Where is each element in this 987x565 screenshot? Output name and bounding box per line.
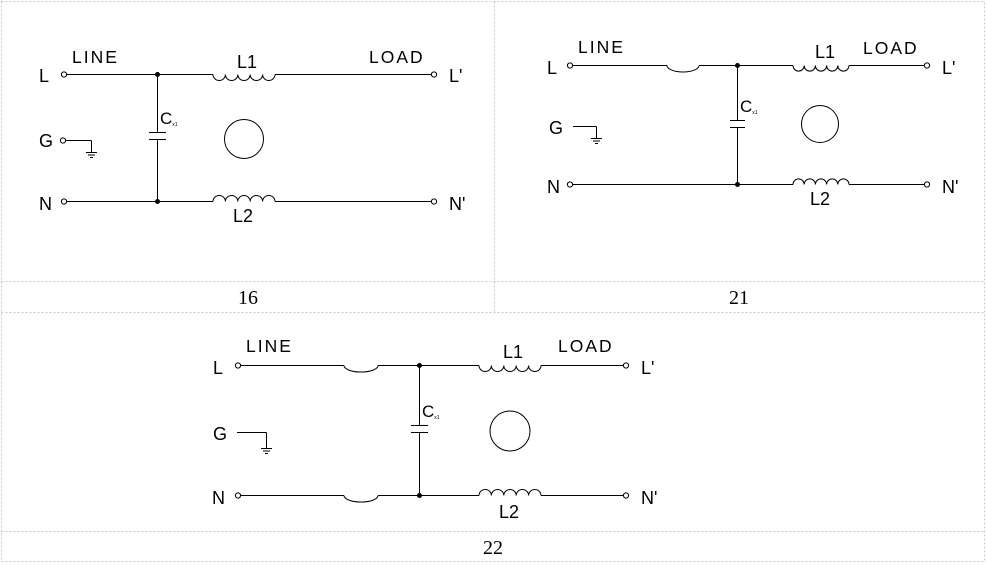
inductor-l2-label: L2 bbox=[233, 206, 253, 226]
terminal-n-label: N bbox=[547, 177, 560, 197]
terminal-l bbox=[234, 362, 242, 369]
junction-dot bbox=[735, 182, 740, 187]
filter-diagram-16-labels: LINE LOAD L G N L' N' L1 L2 Cx1 bbox=[39, 47, 465, 226]
inductor-l1-label: L1 bbox=[237, 52, 257, 72]
junction-dot bbox=[155, 199, 160, 204]
terminal-n-out-label: N' bbox=[641, 488, 657, 508]
terminal-n-out bbox=[622, 492, 630, 499]
section-line-label: LINE bbox=[578, 37, 625, 57]
terminal-n-label: N bbox=[39, 194, 52, 214]
section-load-label: LOAD bbox=[863, 38, 919, 58]
terminal-n-out bbox=[923, 181, 931, 188]
capacitor-label: Cx1 bbox=[740, 97, 758, 116]
terminal-g-label: G bbox=[39, 131, 53, 151]
section-line-label: LINE bbox=[72, 47, 119, 67]
capacitor-label: Cx1 bbox=[422, 402, 440, 421]
inductor-l1-coil bbox=[212, 74, 276, 81]
inductor-l2-coil bbox=[212, 195, 276, 202]
terminal-l-label: L bbox=[213, 358, 223, 378]
terminal-l-out-label: L' bbox=[641, 358, 654, 378]
neutral-input-choke-icon bbox=[343, 495, 379, 503]
terminal-n bbox=[566, 181, 574, 188]
terminal-l bbox=[60, 71, 68, 78]
line-input-choke-icon bbox=[666, 65, 700, 73]
terminal-l-out bbox=[622, 362, 630, 369]
junction-dot bbox=[155, 72, 160, 77]
junction-dot bbox=[417, 493, 422, 498]
terminal-n bbox=[60, 198, 68, 205]
inductor-l1-coil bbox=[792, 65, 850, 72]
line-input-choke-icon bbox=[343, 365, 379, 373]
capacitor-label: Cx1 bbox=[160, 109, 178, 128]
core-circle-icon bbox=[801, 105, 839, 143]
inductor-l2-label: L2 bbox=[810, 189, 830, 209]
terminal-n bbox=[234, 492, 242, 499]
section-load-label: LOAD bbox=[369, 47, 425, 67]
terminal-g bbox=[59, 137, 67, 144]
section-load-label: LOAD bbox=[558, 336, 614, 356]
terminal-l-out bbox=[430, 71, 438, 78]
terminal-n-out-label: N' bbox=[449, 194, 465, 214]
core-circle-icon bbox=[224, 119, 264, 159]
filter-diagram-16 bbox=[59, 71, 438, 205]
caption-16: 16 bbox=[238, 287, 258, 309]
filter-diagram-22-labels: LINE LOAD L G N L' N' L1 L2 Cx1 bbox=[212, 336, 657, 522]
filter-diagram-21-labels: LINE LOAD L G N L' N' L1 L2 Cx1 bbox=[547, 37, 958, 209]
terminal-l-out bbox=[923, 62, 931, 69]
inductor-l1-label: L1 bbox=[815, 42, 835, 62]
terminal-l-out-label: L' bbox=[449, 66, 462, 86]
terminal-n-out bbox=[430, 198, 438, 205]
inductor-l1-coil bbox=[478, 365, 542, 372]
filter-diagram-22 bbox=[234, 362, 630, 503]
inductor-l1-label: L1 bbox=[503, 342, 523, 362]
ground-icon bbox=[261, 448, 272, 454]
terminal-g-label: G bbox=[549, 118, 563, 138]
terminal-l-label: L bbox=[547, 58, 557, 78]
terminal-l bbox=[566, 62, 574, 69]
caption-22: 22 bbox=[483, 537, 503, 559]
inductor-l2-label: L2 bbox=[499, 502, 519, 522]
terminal-n-out-label: N' bbox=[942, 177, 958, 197]
junction-dot bbox=[735, 63, 740, 68]
section-line-label: LINE bbox=[246, 336, 293, 356]
terminal-l-out-label: L' bbox=[942, 58, 955, 78]
core-circle-icon bbox=[489, 410, 531, 452]
filter-diagram-21 bbox=[566, 62, 931, 188]
terminal-l-label: L bbox=[39, 66, 49, 86]
terminal-g-label: G bbox=[213, 424, 227, 444]
terminal-n-label: N bbox=[212, 488, 225, 508]
ground-icon bbox=[86, 152, 97, 158]
junction-dot bbox=[417, 363, 422, 368]
inductor-l2-coil bbox=[478, 489, 542, 496]
caption-21: 21 bbox=[729, 287, 749, 309]
inductor-l2-coil bbox=[792, 178, 850, 185]
ground-icon bbox=[591, 138, 602, 144]
